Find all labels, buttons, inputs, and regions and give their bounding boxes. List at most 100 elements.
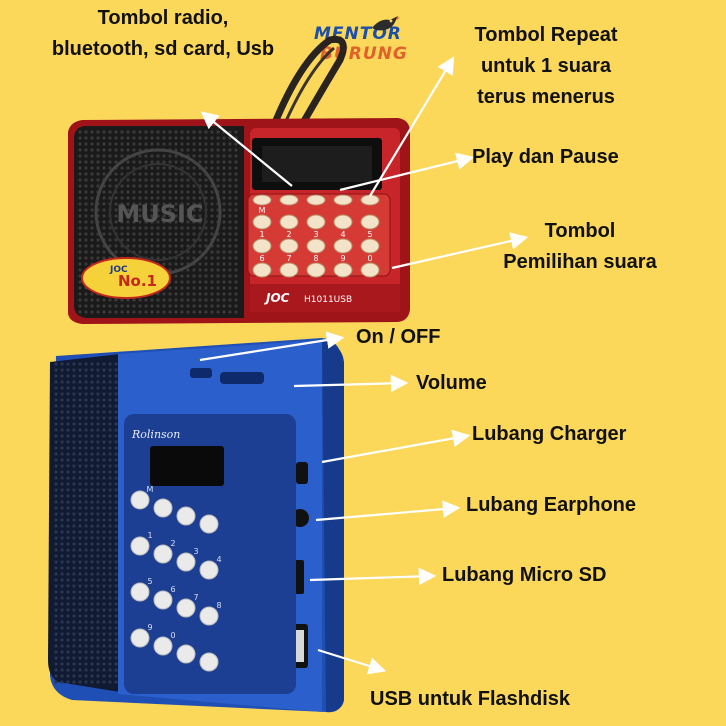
top-key [279, 214, 299, 230]
bottom-key [130, 536, 150, 556]
bottom-key-label: 9 [147, 623, 152, 632]
arrow-repeat [369, 56, 455, 197]
bottom-display [150, 446, 224, 486]
top-key [306, 214, 326, 230]
volume-wheel [220, 372, 264, 384]
label-radio-line1: Tombol radio, [97, 7, 229, 29]
label-sound-line2: Pemilihan suara [503, 251, 657, 273]
grille-text: MUSIC [116, 200, 203, 228]
bottom-speaker-grille [54, 362, 118, 684]
top-key-label: 8 [313, 254, 318, 263]
bottom-key [176, 598, 196, 618]
top-key-label: 7 [286, 254, 291, 263]
power-switch [190, 368, 212, 378]
bottom-key-label: 4 [216, 555, 221, 564]
no1-badge: JOC No.1 [81, 257, 171, 299]
top-key-label: 9 [340, 254, 345, 263]
label-radio-line2: bluetooth, sd card, Usb [51, 38, 275, 60]
bottom-key [130, 490, 150, 510]
bottom-key-label: 1 [147, 531, 152, 540]
top-key-label: 2 [286, 230, 291, 239]
top-key-label: 3 [313, 230, 318, 239]
top-key [252, 214, 272, 230]
top-key-label: 0 [367, 254, 372, 263]
bottom-key [153, 498, 173, 518]
arrow-onoff [199, 331, 345, 362]
top-key [333, 238, 353, 254]
badge-top-text: JOC [109, 265, 128, 275]
top-key [306, 238, 326, 254]
top-function-key [279, 194, 299, 206]
label-repeat-line2: untuk 1 suara [480, 55, 612, 77]
arrow-microsd [309, 567, 437, 586]
bottom-key-label: 7 [193, 593, 198, 602]
top-key [360, 262, 380, 278]
bottom-key-label: 0 [170, 631, 175, 640]
arrow-usb [317, 648, 387, 675]
bottom-key-label: 5 [147, 577, 152, 586]
bottom-key [130, 628, 150, 648]
bottom-key-label: 2 [170, 539, 175, 548]
bottom-key [153, 636, 173, 656]
top-key-label: 1 [259, 230, 264, 239]
bottom-brand: Rolinson [131, 428, 180, 441]
arrow-radio [200, 111, 293, 187]
label-usb-port: USB untuk Flashdisk [370, 688, 571, 710]
bottom-key [153, 590, 173, 610]
bottom-key [199, 652, 219, 672]
label-microsd-port: Lubang Micro SD [442, 564, 607, 586]
top-function-key [306, 194, 326, 206]
label-radio-button: Tombol radio, bluetooth, sd card, Usb [28, 3, 298, 65]
bottom-key [199, 606, 219, 626]
top-radio: MUSIC JOC No.1 M 1 2 3 4 5 6 7 8 9 0 JOC H1011USB [68, 118, 410, 324]
bottom-key-label: 3 [193, 547, 198, 556]
top-key [306, 262, 326, 278]
top-brand: JOC [264, 291, 290, 305]
top-function-key [252, 194, 272, 206]
top-function-key [333, 194, 353, 206]
top-key [252, 238, 272, 254]
bottom-key [130, 582, 150, 602]
microsd-slot [294, 560, 304, 594]
label-earphone-port: Lubang Earphone [466, 494, 636, 516]
top-key-label: 4 [340, 230, 345, 239]
arrow-charger [321, 429, 471, 464]
label-on-off: On / OFF [356, 326, 441, 348]
top-key [333, 214, 353, 230]
label-repeat-line3: terus menerus [477, 86, 615, 108]
top-key [333, 262, 353, 278]
label-sound-select: Tombol Pemilihan suara [480, 216, 680, 278]
bottom-key [176, 644, 196, 664]
bottom-key [199, 514, 219, 534]
top-key [360, 214, 380, 230]
arrow-volume [293, 374, 409, 393]
top-key [360, 238, 380, 254]
top-key-label: M [259, 206, 266, 215]
bottom-key [176, 506, 196, 526]
bottom-key [153, 544, 173, 564]
label-repeat-line1: Tombol Repeat [474, 24, 618, 46]
arrow-play [339, 152, 475, 192]
label-repeat-button: Tombol Repeat untuk 1 suara terus meneru… [446, 20, 646, 113]
label-play-pause: Play dan Pause [472, 146, 619, 168]
label-volume: Volume [416, 372, 487, 394]
label-sound-line1: Tombol [544, 220, 616, 242]
bottom-key-label: 8 [216, 601, 221, 610]
top-key [279, 238, 299, 254]
top-key-label: 5 [367, 230, 372, 239]
bottom-key-label: M [147, 485, 154, 494]
label-charger-port: Lubang Charger [472, 423, 627, 445]
top-key-label: 6 [259, 254, 264, 263]
top-model: H1011USB [304, 295, 352, 305]
top-keypad: M 1 2 3 4 5 6 7 8 9 0 [252, 194, 380, 278]
top-key [279, 262, 299, 278]
bottom-key [199, 560, 219, 580]
arrow-sound [391, 232, 529, 270]
badge-main-text: No.1 [118, 272, 157, 290]
charger-port [296, 462, 308, 484]
arrow-earphone [315, 500, 461, 522]
